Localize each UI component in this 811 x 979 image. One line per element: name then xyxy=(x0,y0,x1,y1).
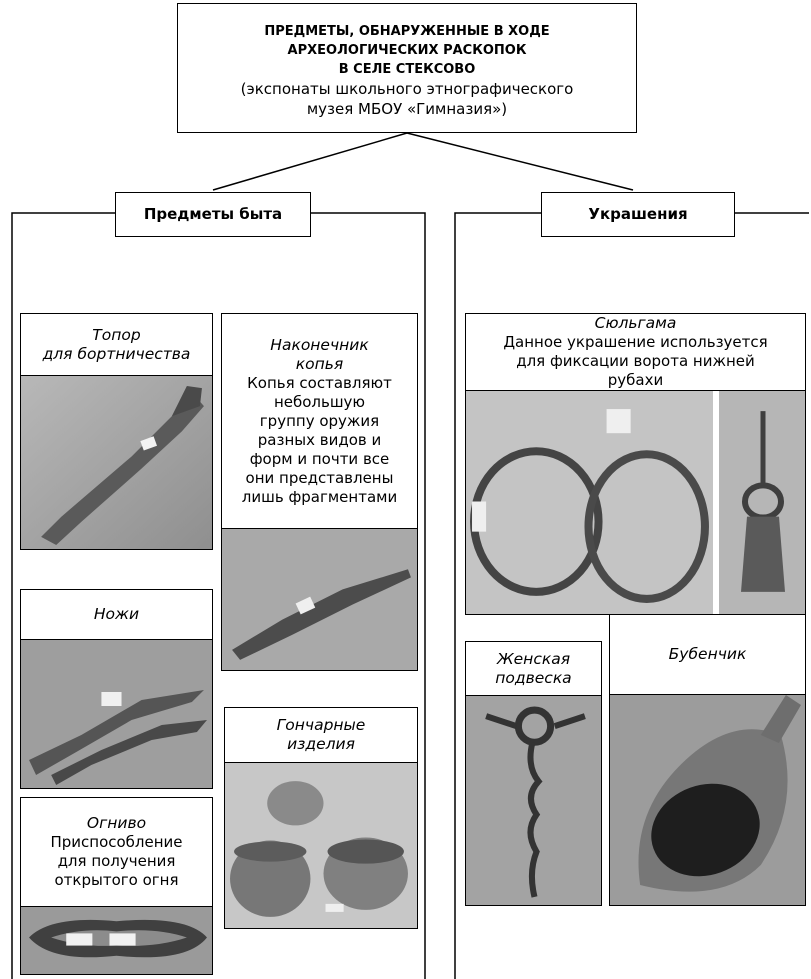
category-household-box: Предметы быта xyxy=(115,192,311,237)
card-knives: Ножи xyxy=(20,589,213,789)
axe-name-line-1: Топор xyxy=(92,326,140,345)
axe-photo xyxy=(21,376,212,549)
title-line-1: ПРЕДМЕТЫ, ОБНАРУЖЕННЫЕ В ХОДЕ xyxy=(178,22,636,41)
title-line-2: АРХЕОЛОГИЧЕСКИХ РАСКОПОК xyxy=(178,41,636,60)
card-sulgama: Сюльгама Данное украшение используется д… xyxy=(465,313,806,615)
card-knives-caption: Ножи xyxy=(21,590,212,640)
card-spear: Наконечник копья Копья составляют неболь… xyxy=(221,313,418,671)
title-line-5: музея МБОУ «Гимназия») xyxy=(178,99,636,119)
title-line-4: (экспонаты школьного этнографического xyxy=(178,79,636,99)
spear-desc-line-5: форм и почти все xyxy=(250,450,390,469)
card-spear-caption: Наконечник копья Копья составляют неболь… xyxy=(222,314,417,529)
sulgama-photo-1 xyxy=(466,391,713,614)
flint-desc-line-1: Приспособление xyxy=(50,833,182,852)
axe-name-line-2: для бортничества xyxy=(43,345,191,364)
card-bell: Бубенчик xyxy=(609,614,806,906)
card-bell-caption: Бубенчик xyxy=(610,615,805,695)
pottery-name-line-1: Гончарные xyxy=(277,716,366,735)
spear-desc-line-4: разных видов и xyxy=(258,431,381,450)
sulgama-photo-2 xyxy=(719,391,805,614)
pendant-photo xyxy=(466,696,601,905)
spear-photo xyxy=(222,529,417,670)
spear-name-line-1: Наконечник xyxy=(270,336,368,355)
sulgama-name: Сюльгама xyxy=(595,314,677,333)
knives-photo xyxy=(21,640,212,788)
card-axe: Топор для бортничества xyxy=(20,313,213,550)
card-flint: Огниво Приспособление для получения откр… xyxy=(20,797,213,975)
spear-desc-line-1: Копья составляют xyxy=(247,374,392,393)
bell-photo xyxy=(610,695,805,905)
pendant-name-line-1: Женская xyxy=(497,650,570,669)
card-pendant-caption: Женская подвеска xyxy=(466,642,601,696)
spear-desc-line-3: группу оружия xyxy=(260,412,379,431)
bell-name: Бубенчик xyxy=(669,645,747,664)
flint-photo xyxy=(21,907,212,974)
pottery-photo xyxy=(225,763,417,928)
flint-name: Огниво xyxy=(87,814,146,833)
spear-name-line-2: копья xyxy=(296,355,343,374)
card-axe-caption: Топор для бортничества xyxy=(21,314,212,376)
card-pottery-caption: Гончарные изделия xyxy=(225,708,417,763)
category-jewelry-box: Украшения xyxy=(541,192,735,237)
flint-desc-line-3: открытого огня xyxy=(55,871,179,890)
title-line-3: В СЕЛЕ СТЕКСОВО xyxy=(178,60,636,79)
card-flint-caption: Огниво Приспособление для получения откр… xyxy=(21,798,212,907)
card-sulgama-caption: Сюльгама Данное украшение используется д… xyxy=(466,314,805,391)
category-jewelry-label: Украшения xyxy=(588,205,687,223)
pottery-name-line-2: изделия xyxy=(287,735,355,754)
spear-desc-line-6: они представлены xyxy=(246,469,394,488)
sulgama-desc-line-3: рубахи xyxy=(608,371,663,390)
spear-desc-line-2: небольшую xyxy=(274,393,365,412)
diagram-title-box: ПРЕДМЕТЫ, ОБНАРУЖЕННЫЕ В ХОДЕ АРХЕОЛОГИЧ… xyxy=(177,3,637,133)
spear-desc-line-7: лишь фрагментами xyxy=(242,488,397,507)
flint-desc-line-2: для получения xyxy=(58,852,176,871)
card-pottery: Гончарные изделия xyxy=(224,707,418,929)
knives-name: Ножи xyxy=(94,605,139,624)
sulgama-desc-line-2: для фиксации ворота нижней xyxy=(516,352,755,371)
category-household-label: Предметы быта xyxy=(144,205,282,223)
pendant-name-line-2: подвеска xyxy=(495,669,571,688)
card-pendant: Женская подвеска xyxy=(465,641,602,906)
sulgama-desc-line-1: Данное украшение используется xyxy=(503,333,767,352)
